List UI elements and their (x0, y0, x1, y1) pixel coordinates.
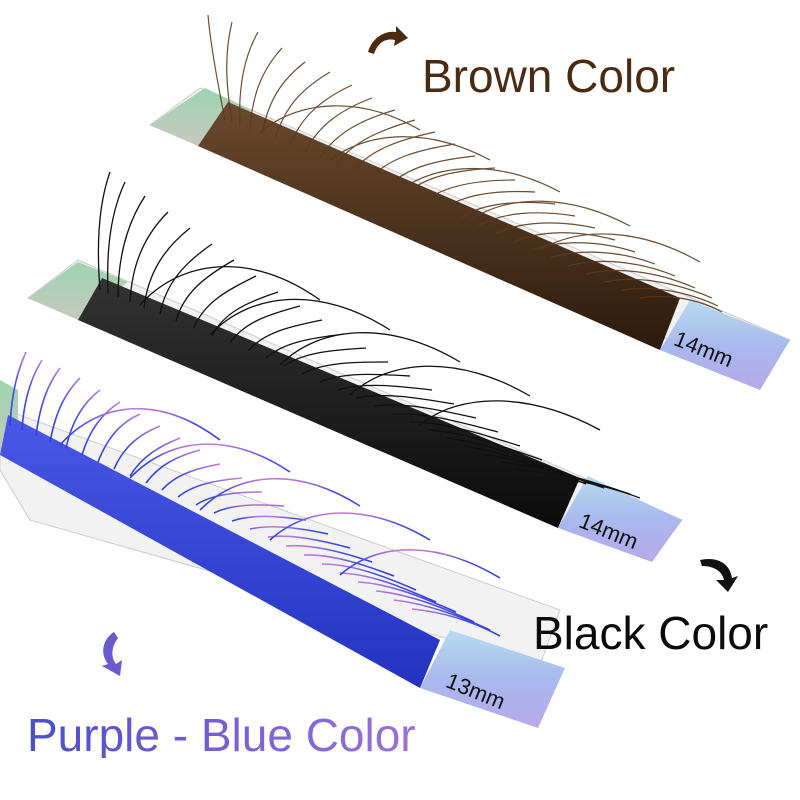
brown-left-tab (150, 88, 252, 146)
black-left-tab (28, 262, 128, 320)
brown-curved-arrow-icon (368, 26, 408, 54)
brown-color-caption: Brown Color (422, 50, 676, 102)
black-curved-arrow-icon (700, 558, 738, 592)
brown-lash-strip (148, 14, 791, 390)
black-lash-strip (27, 171, 683, 562)
brown-length-tab (660, 300, 790, 390)
black-color-caption: Black Color (533, 607, 769, 659)
purple-blue-lash-strip (0, 351, 565, 728)
purple-curved-arrow-icon (102, 632, 122, 676)
purple-blue-color-caption: Purple - Blue Color (27, 709, 416, 761)
black-length-tab (558, 476, 682, 562)
purple-length-tab (420, 630, 565, 728)
